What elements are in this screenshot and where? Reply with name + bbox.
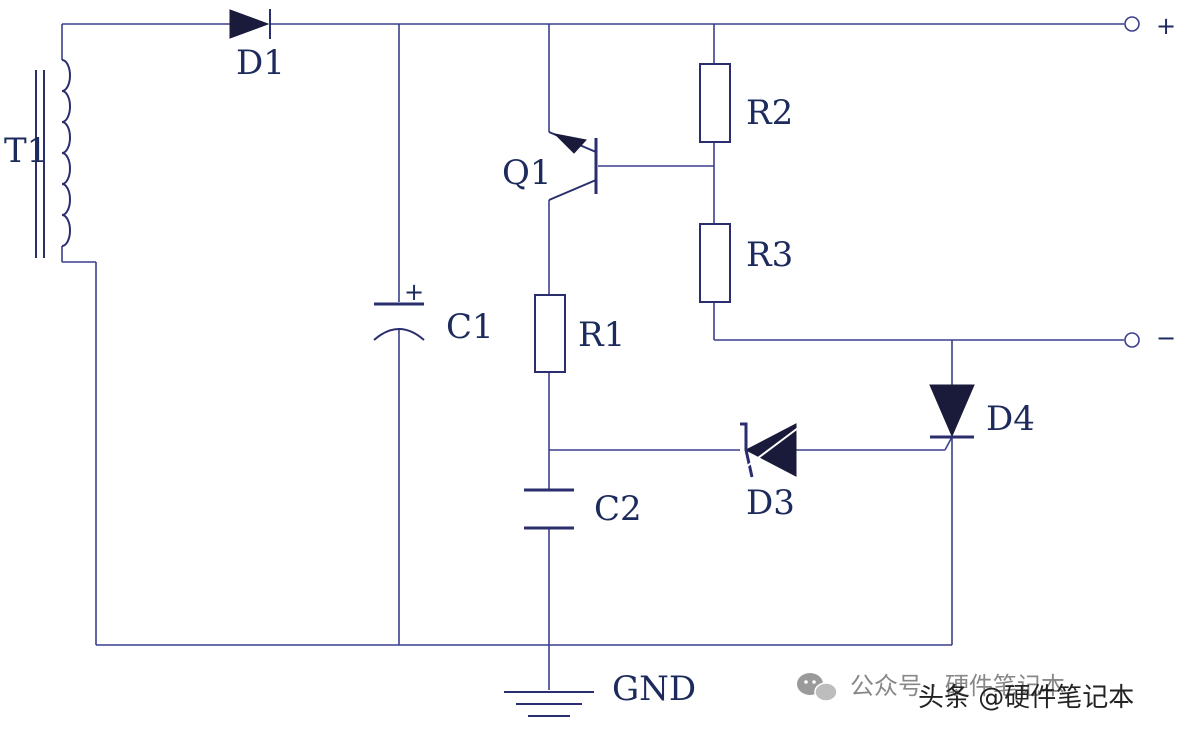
label-q1: Q1: [502, 153, 552, 193]
label-d4: D4: [986, 399, 1035, 439]
label-t1: T1: [4, 131, 48, 171]
watermark-source: 公众号 · 硬件笔记本: [850, 672, 1065, 700]
watermark-credit: 头条 @硬件笔记本: [918, 683, 1134, 713]
output-minus-label: −: [1156, 324, 1176, 352]
label-r1: R1: [578, 315, 625, 355]
capacitor-c1: [373, 302, 425, 341]
wires: [61, 16, 1140, 690]
label-d1: D1: [236, 43, 285, 83]
resistor-r3: [699, 223, 731, 303]
wechat-icon: [797, 673, 838, 702]
transistor-q1: [548, 131, 598, 201]
capacitor-c2: [524, 488, 574, 530]
label-gnd: GND: [612, 669, 696, 709]
transformer-t1: [35, 59, 71, 258]
label-r2: R2: [746, 93, 793, 133]
label-r3: R3: [746, 235, 793, 275]
diode-d1: [229, 9, 271, 39]
zener-diode-d3: [740, 422, 799, 478]
ground-symbol: [504, 691, 594, 717]
resistor-r2: [699, 63, 731, 143]
diode-d4: [929, 384, 975, 439]
c1-polarity-mark: +: [404, 278, 424, 306]
label-c1: C1: [446, 307, 494, 347]
resistor-r1: [534, 294, 566, 373]
label-d3: D3: [746, 483, 795, 523]
label-c2: C2: [594, 489, 642, 529]
output-plus-label: +: [1156, 12, 1176, 40]
